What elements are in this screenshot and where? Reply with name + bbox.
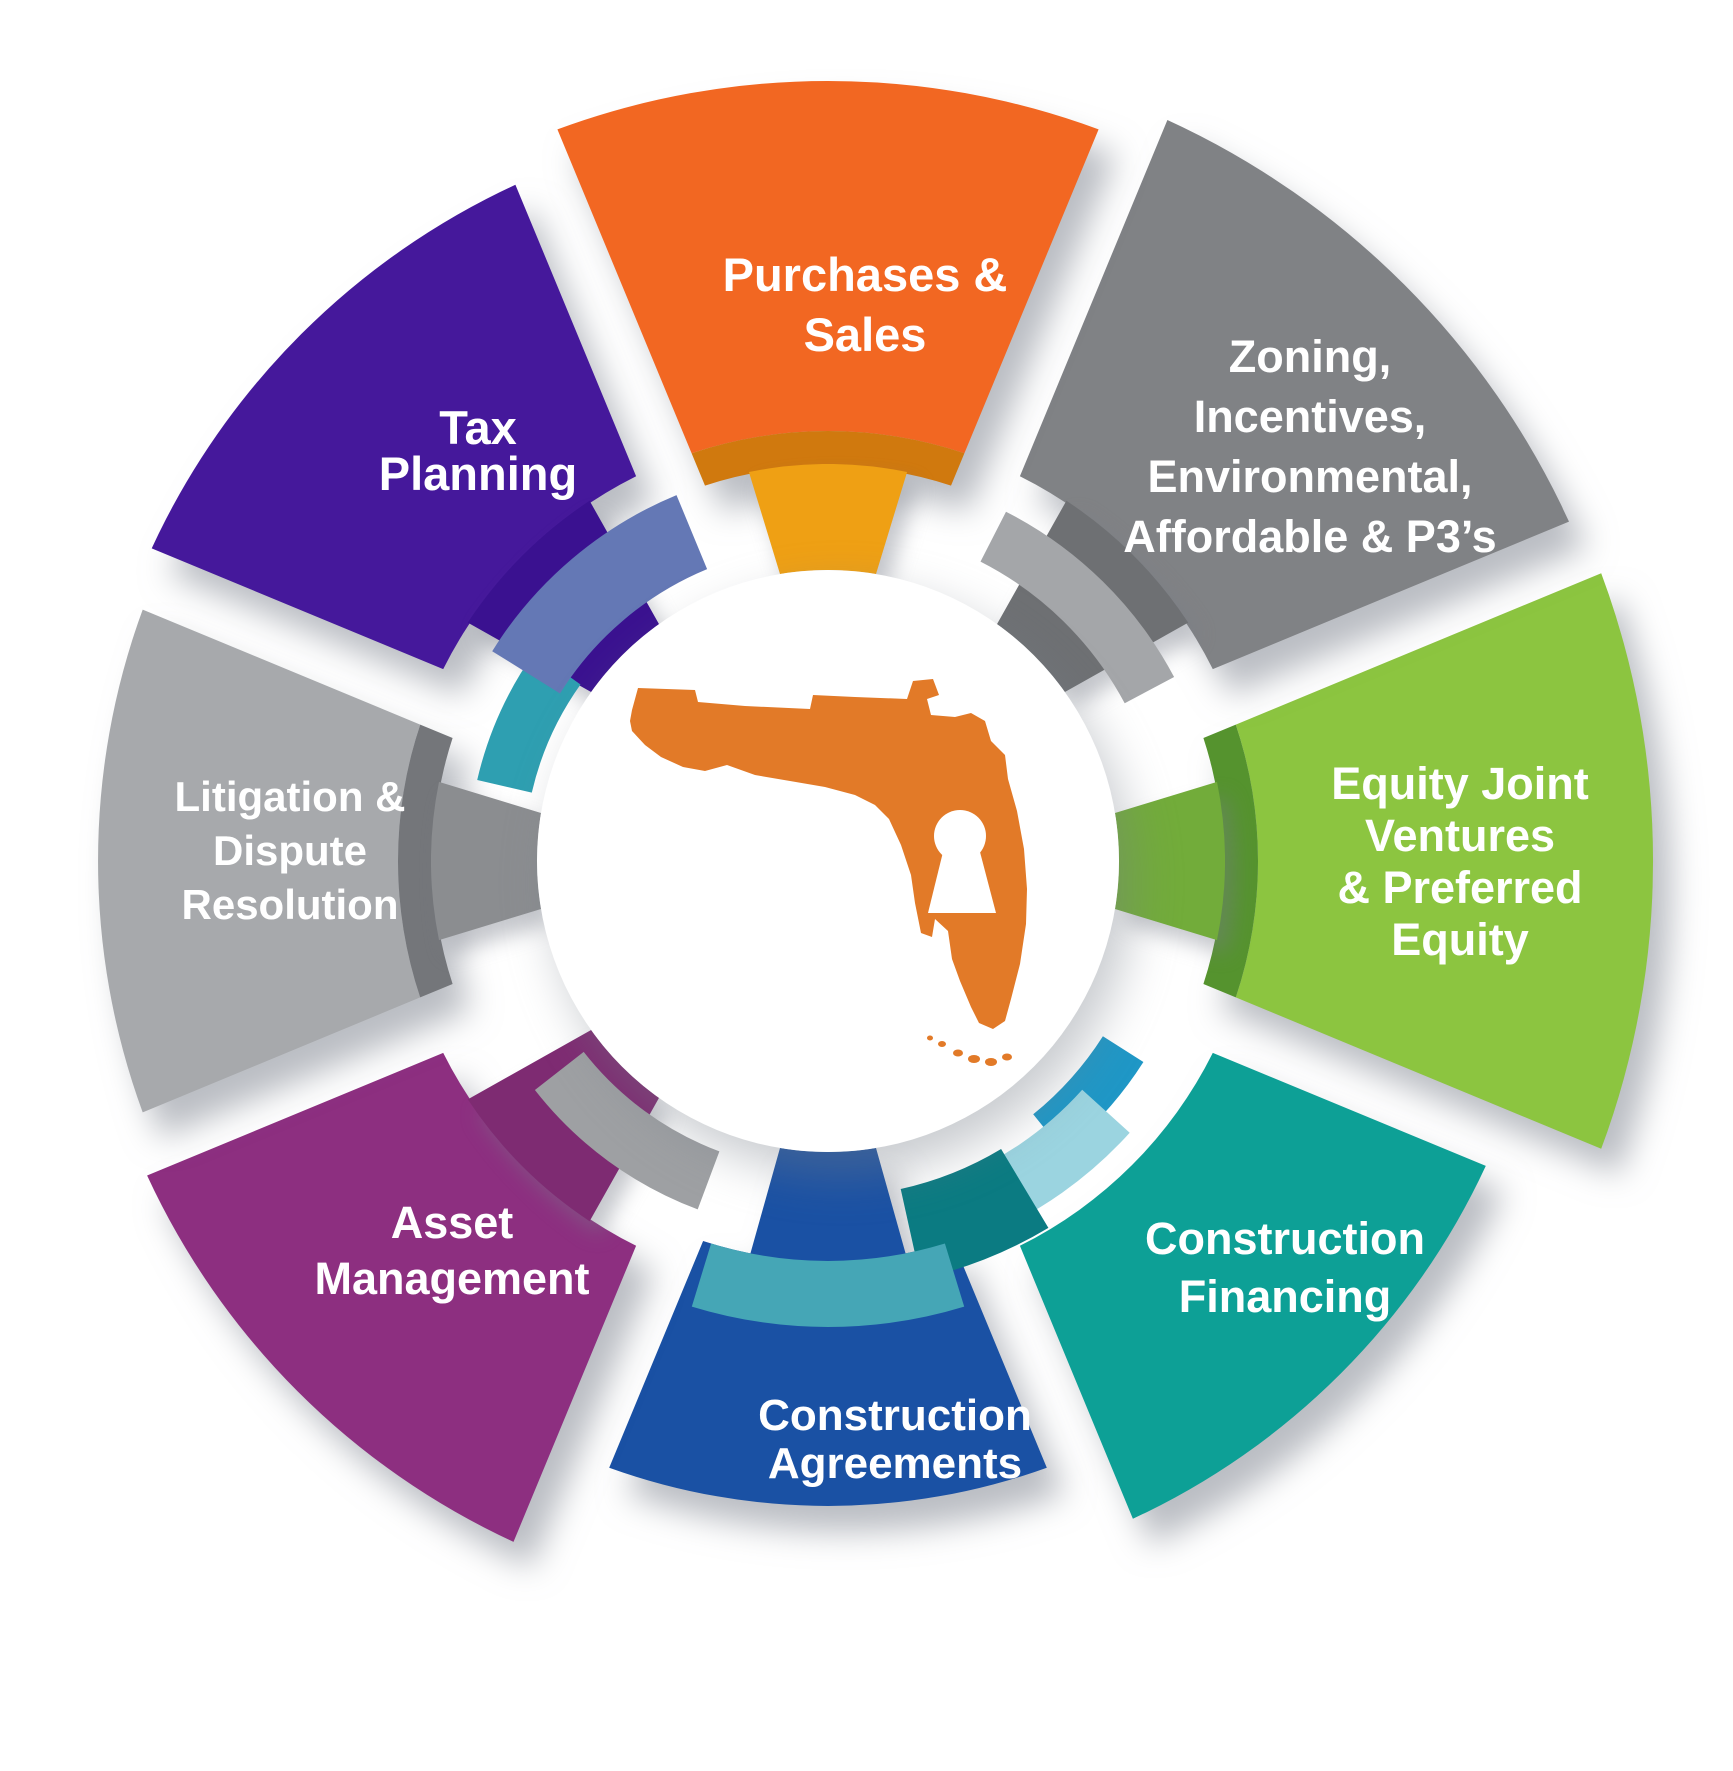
tax-periwinkle-arc	[492, 495, 708, 694]
ring-arcs-layer	[477, 495, 1175, 1327]
purchases-sales-fold-band	[691, 430, 965, 486]
florida-keys-dot	[927, 1035, 933, 1041]
wedges-layer	[98, 80, 1654, 1542]
equity-joint-ventures-neck	[1115, 781, 1225, 941]
litigation-dispute-neck-shape	[431, 781, 541, 941]
ca-teal-band-arc	[691, 1243, 965, 1327]
zoning-incentives-wedge-shape	[1019, 120, 1569, 670]
florida-keys-dot	[953, 1049, 963, 1057]
purchases-sales-neck-shape	[748, 464, 908, 574]
construction-agreements-label-line-0: Construction	[758, 1391, 1032, 1440]
zoning-incentives-label-line-0: Zoning,	[1229, 331, 1391, 382]
labels-layer: Purchases & Sales Zoning, Incentives, Enviro…	[175, 248, 1589, 1488]
equity-joint-ventures-label-line-3: Equity	[1391, 914, 1529, 965]
equity-joint-ventures-label-line-0: Equity Joint	[1331, 758, 1589, 809]
hub-circle-group	[537, 570, 1119, 1152]
purchases-sales-label-line-1: Sales	[804, 308, 927, 361]
purchases-sales-wedge	[557, 80, 1099, 486]
florida-keys-dot	[968, 1055, 980, 1063]
zoning-incentives-label-line-1: Incentives,	[1194, 391, 1427, 442]
florida-keys-dot	[985, 1058, 997, 1066]
am-gray-arc	[534, 1051, 720, 1210]
zoning-incentives-label-line-2: Environmental,	[1147, 451, 1472, 502]
asset-management-wedge	[147, 1052, 637, 1542]
tax-planning-label-line-0: Tax	[439, 401, 517, 454]
service-wheel-figure: Purchases & Sales Zoning, Incentives, Enviro…	[40, 16, 1733, 1755]
florida-keys-dot	[938, 1041, 946, 1047]
litigation-dispute-neck	[431, 781, 541, 941]
equity-joint-ventures-label-line-1: Ventures	[1365, 810, 1555, 861]
litigation-dispute-label-line-2: Resolution	[182, 881, 399, 928]
litigation-dispute-wedge	[98, 609, 453, 1113]
asset-management-label-line-0: Asset	[391, 1197, 514, 1248]
equity-joint-ventures-fold-band	[1203, 724, 1259, 998]
zoning-incentives-wedge	[1019, 120, 1569, 670]
construction-financing-label-line-1: Financing	[1179, 1271, 1392, 1322]
tax-planning-label-line-1: Planning	[379, 447, 577, 500]
asset-management-neck-shape	[467, 1030, 659, 1222]
florida-map-shape	[630, 679, 1027, 1029]
construction-agreements-wedge	[609, 1148, 1047, 1506]
tax-planning-wedge-shape	[151, 184, 637, 670]
equity-joint-ventures-label-line-2: & Preferred	[1337, 862, 1582, 913]
litigation-dispute-label-line-0: Litigation &	[175, 773, 406, 820]
asset-management-neck	[467, 1030, 659, 1222]
tax-planning-wedge	[151, 184, 637, 670]
construction-financing-label-line-0: Construction	[1145, 1213, 1425, 1264]
litigation-dispute-label-line-1: Dispute	[213, 827, 367, 874]
asset-management-wedge-shape	[147, 1052, 637, 1542]
construction-agreements-wedge-shape	[609, 1148, 1047, 1506]
florida-keys-dot	[1002, 1053, 1012, 1061]
equity-joint-ventures-wedge-shape	[1235, 573, 1654, 1149]
purchases-sales-label-line-0: Purchases &	[723, 248, 1008, 301]
litigation-dispute-wedge-shape	[98, 609, 421, 1113]
florida-map-keyhole-icon	[630, 679, 1027, 1066]
wheel-svg: Purchases & Sales Zoning, Incentives, Enviro…	[98, 80, 1654, 1542]
purchases-sales-neck	[748, 464, 908, 574]
construction-financing-wedge-shape	[1019, 1052, 1486, 1519]
construction-financing-wedge	[1019, 1052, 1486, 1519]
construction-agreements-label-line-1: Agreements	[768, 1439, 1022, 1488]
equity-joint-ventures-wedge	[1203, 573, 1654, 1149]
hub-circle	[537, 570, 1119, 1152]
litigation-dispute-fold-band	[397, 724, 453, 998]
keyhole-circle	[934, 810, 986, 862]
asset-management-label-line-1: Management	[314, 1253, 589, 1304]
zoning-light-gray-arc	[980, 511, 1175, 704]
zoning-incentives-label-line-3: Affordable & P3’s	[1123, 511, 1496, 562]
keyhole-funnel	[928, 852, 996, 913]
purchases-sales-wedge-shape	[557, 80, 1099, 454]
equity-joint-ventures-neck-shape	[1115, 781, 1225, 941]
